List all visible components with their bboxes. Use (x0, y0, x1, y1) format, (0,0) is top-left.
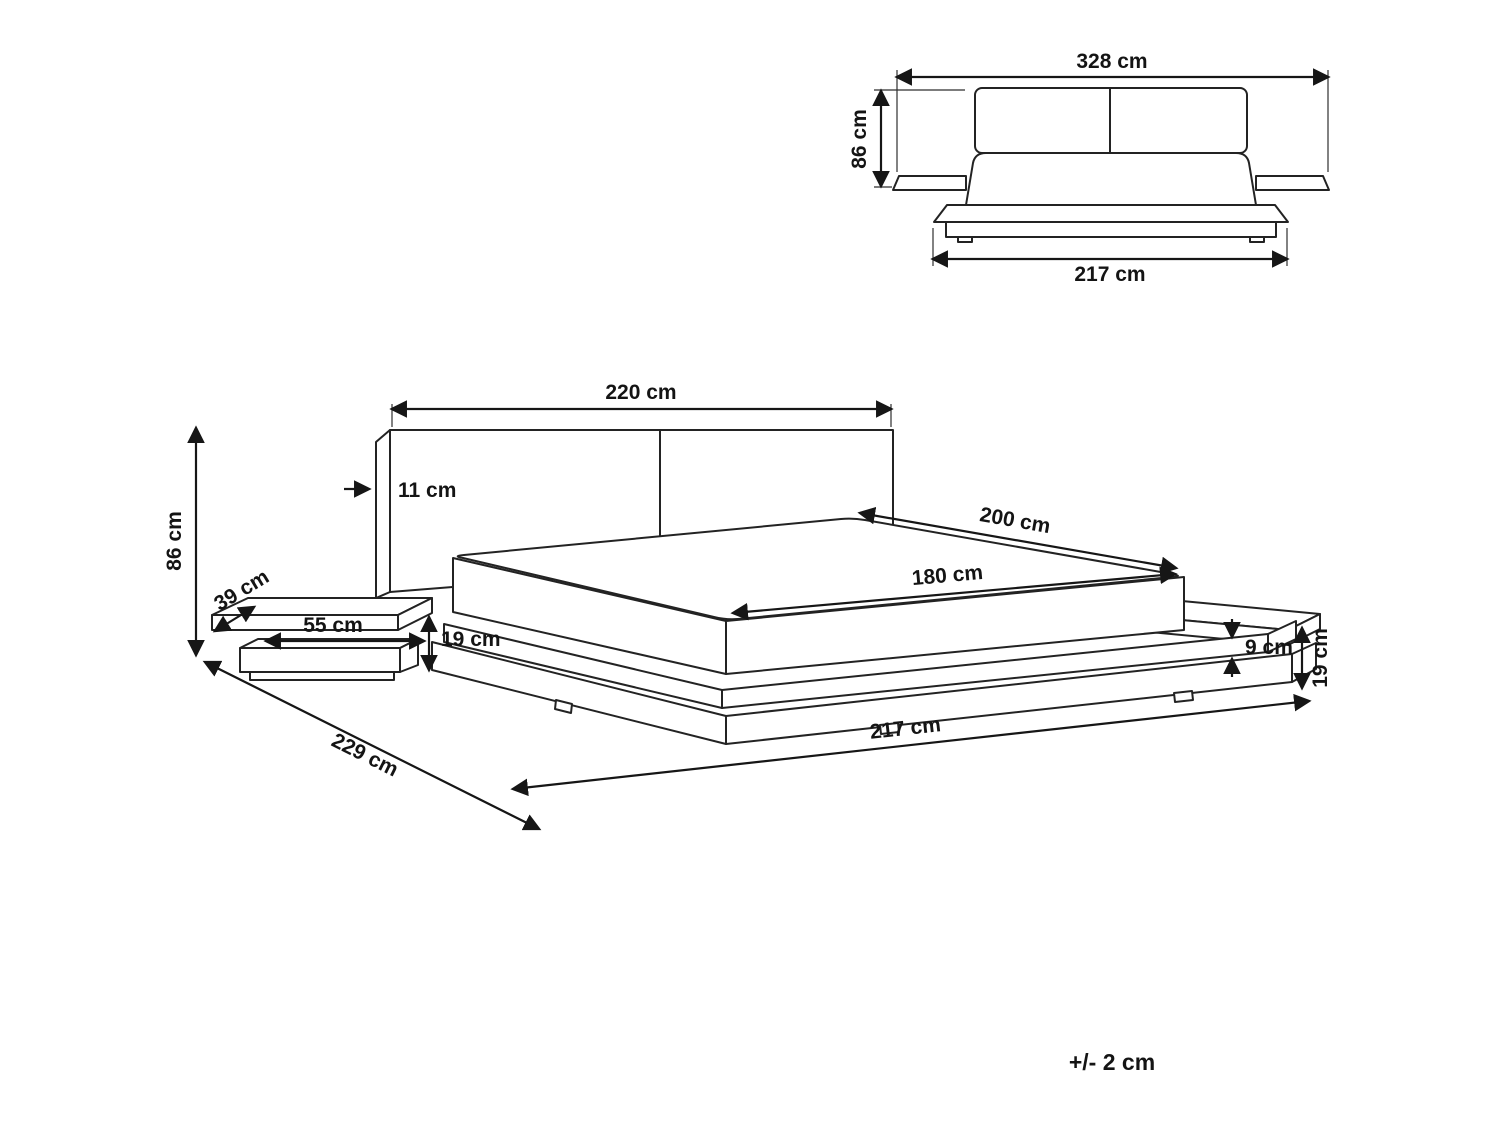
dim-label-nightstand-width: 55 cm (303, 614, 363, 637)
dim-label-headboard-thickness: 11 cm (398, 479, 456, 502)
fv-left-shelf (892, 175, 967, 191)
dim-base-length: 217 cm (510, 693, 1312, 797)
dim-label-nightstand-height: 19 cm (441, 628, 501, 651)
dim-label-front-base-width: 217 cm (1074, 263, 1145, 286)
pv-left-nightstand (211, 597, 433, 681)
pv-foot (1173, 690, 1194, 703)
dim-label-platform-height: 19 cm (1309, 628, 1332, 688)
dim-front-overall-width: 328 cm (894, 50, 1331, 172)
dim-platform-height: 19 cm (1293, 625, 1332, 691)
dim-front-height: 86 cm (848, 88, 965, 189)
dim-label-platform-step: 9 cm (1245, 636, 1293, 659)
dim-label-front-height: 86 cm (848, 109, 871, 169)
dim-label-front-overall-width: 328 cm (1076, 50, 1147, 73)
pv-left-drawer-base (249, 671, 395, 681)
front-view: 328 cm 86 cm 217 cm (848, 50, 1331, 286)
dim-base-depth: 229 cm (202, 660, 542, 831)
dim-arrow (510, 693, 1312, 797)
dim-nightstand-width: 55 cm (263, 614, 427, 650)
dim-headboard-thickness: 11 cm (344, 479, 456, 502)
dim-overall-height: 86 cm (163, 425, 205, 658)
fv-mattress (965, 152, 1257, 206)
fv-right-shelf (1255, 175, 1330, 191)
pv-left-shelf-end (397, 597, 433, 631)
dim-arrow (730, 566, 1178, 621)
dim-front-base-width: 217 cm (930, 228, 1290, 286)
tolerance-note: +/- 2 cm (1069, 1049, 1155, 1075)
dim-arrow (857, 506, 1179, 575)
dim-label-mattress-length: 200 cm (978, 503, 1052, 538)
fv-foot-right (1249, 236, 1265, 243)
front-bed-drawing (892, 87, 1330, 243)
perspective-view: 220 cm 11 cm 86 cm 200 cm 180 cm 39 cm (163, 381, 1332, 831)
dim-label-headboard-width: 220 cm (605, 381, 676, 404)
fv-foot-left (957, 236, 973, 243)
dim-label-base-depth: 229 cm (328, 729, 402, 781)
fv-platform-top (933, 204, 1289, 223)
fv-platform-base (945, 221, 1277, 238)
dim-label-height: 86 cm (163, 511, 186, 571)
dim-arrow (212, 605, 257, 633)
dim-arrow (202, 660, 542, 831)
pv-headboard-thickness (375, 429, 391, 599)
dim-platform-step: 9 cm (1223, 619, 1293, 677)
pv-left-drawer-front (239, 647, 401, 673)
dim-headboard-width: 220 cm (389, 381, 894, 427)
